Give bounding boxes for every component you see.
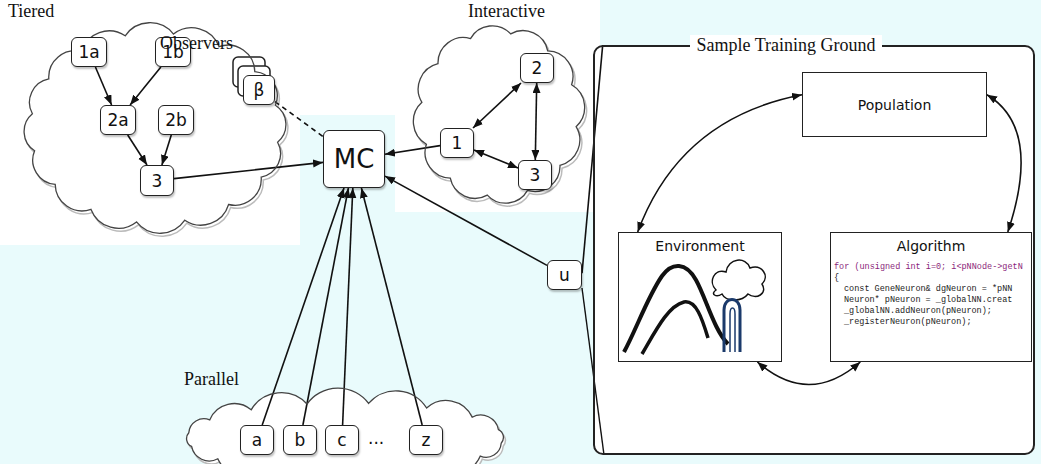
group-heading: Interactive — [468, 1, 545, 22]
component-box: Environment — [618, 232, 782, 362]
population-box: Population — [802, 72, 987, 137]
code-line: Neuron* pNeuron = _globalNN.creat — [844, 295, 1012, 305]
connector — [473, 83, 521, 128]
process-box: 3 — [518, 160, 552, 190]
connector — [130, 67, 161, 105]
box-label: 1 — [452, 133, 463, 153]
group-heading: Observers — [160, 33, 233, 54]
cloud-fill — [24, 23, 286, 234]
box-label: z — [422, 430, 431, 450]
panel-title: Sample Training Ground — [690, 35, 881, 56]
connector — [757, 362, 860, 385]
terrain-illustration — [624, 260, 765, 354]
connector — [474, 150, 518, 168]
process-box: 1 — [440, 128, 474, 158]
code-line: _globalNN.addNeuron(pNeuron); — [844, 306, 992, 316]
box-label: 2b — [165, 110, 187, 130]
cloud-fills — [24, 23, 587, 464]
code-line: for (unsigned int i=0; i<pNNode->getN — [834, 262, 1023, 272]
connector — [128, 135, 147, 165]
connector — [262, 188, 344, 425]
box-label: a — [252, 430, 262, 450]
connector — [361, 188, 422, 425]
process-box: 2a — [100, 105, 136, 135]
box-label: Population — [858, 97, 932, 113]
process-box: MC — [323, 130, 385, 188]
process-box: b — [283, 425, 317, 455]
training-panel: Sample Training GroundPopulationEnvironm… — [593, 45, 1035, 455]
group-heading: Parallel — [184, 369, 239, 390]
connector — [987, 95, 1021, 232]
connector — [162, 135, 171, 165]
code-line: { — [834, 273, 839, 283]
connector — [174, 162, 323, 178]
box-label: c — [337, 430, 346, 450]
ground-patch — [300, 0, 400, 115]
code-line: _registerNeuron(pNeuron); — [844, 317, 972, 327]
cloud-outline — [410, 22, 588, 207]
cloud-fill — [187, 388, 504, 464]
ellipsis: ... — [368, 428, 384, 448]
box-label: b — [295, 430, 306, 450]
process-box: 2b — [158, 105, 194, 135]
connector — [638, 95, 802, 232]
cloud-border — [187, 388, 504, 464]
process-box: 1a — [71, 37, 107, 67]
box-title: Algorithm — [897, 238, 966, 254]
group-heading: Tiered — [8, 1, 54, 22]
ground-patch — [0, 0, 300, 245]
process-box: a — [240, 425, 274, 455]
connector — [95, 67, 111, 105]
box-title: Environment — [655, 238, 744, 254]
process-box: z — [409, 425, 443, 455]
box-label: 2a — [107, 110, 128, 130]
ground-patch — [395, 0, 600, 212]
cloud-fill — [413, 26, 584, 203]
process-box: u — [547, 260, 582, 290]
box-label: β — [254, 80, 265, 100]
connector — [535, 83, 536, 160]
observer-box: Observersβ — [243, 75, 275, 105]
connector — [275, 102, 323, 137]
code-line: const GeneNeuron& dgNeuron = *pNN — [844, 284, 1012, 294]
connector — [385, 146, 440, 155]
box-label: 2 — [532, 58, 543, 78]
box-label: 1a — [78, 42, 99, 62]
cloud-group: Tiered1a1b2a2b3 — [20, 22, 290, 234]
process-box: 3 — [140, 165, 174, 196]
process-box: 2 — [520, 53, 554, 83]
process-box: c — [325, 425, 359, 455]
box-label: 3 — [530, 165, 541, 185]
box-label: u — [559, 265, 570, 285]
box-label: MC — [334, 144, 375, 174]
box-label: 3 — [152, 171, 163, 191]
cloud-border — [24, 23, 286, 234]
cloud-border — [413, 26, 584, 203]
panel-ground — [593, 45, 1035, 455]
cloud-group: Parallelabcz — [176, 392, 514, 464]
cloud-group: Interactive213 — [410, 22, 588, 207]
